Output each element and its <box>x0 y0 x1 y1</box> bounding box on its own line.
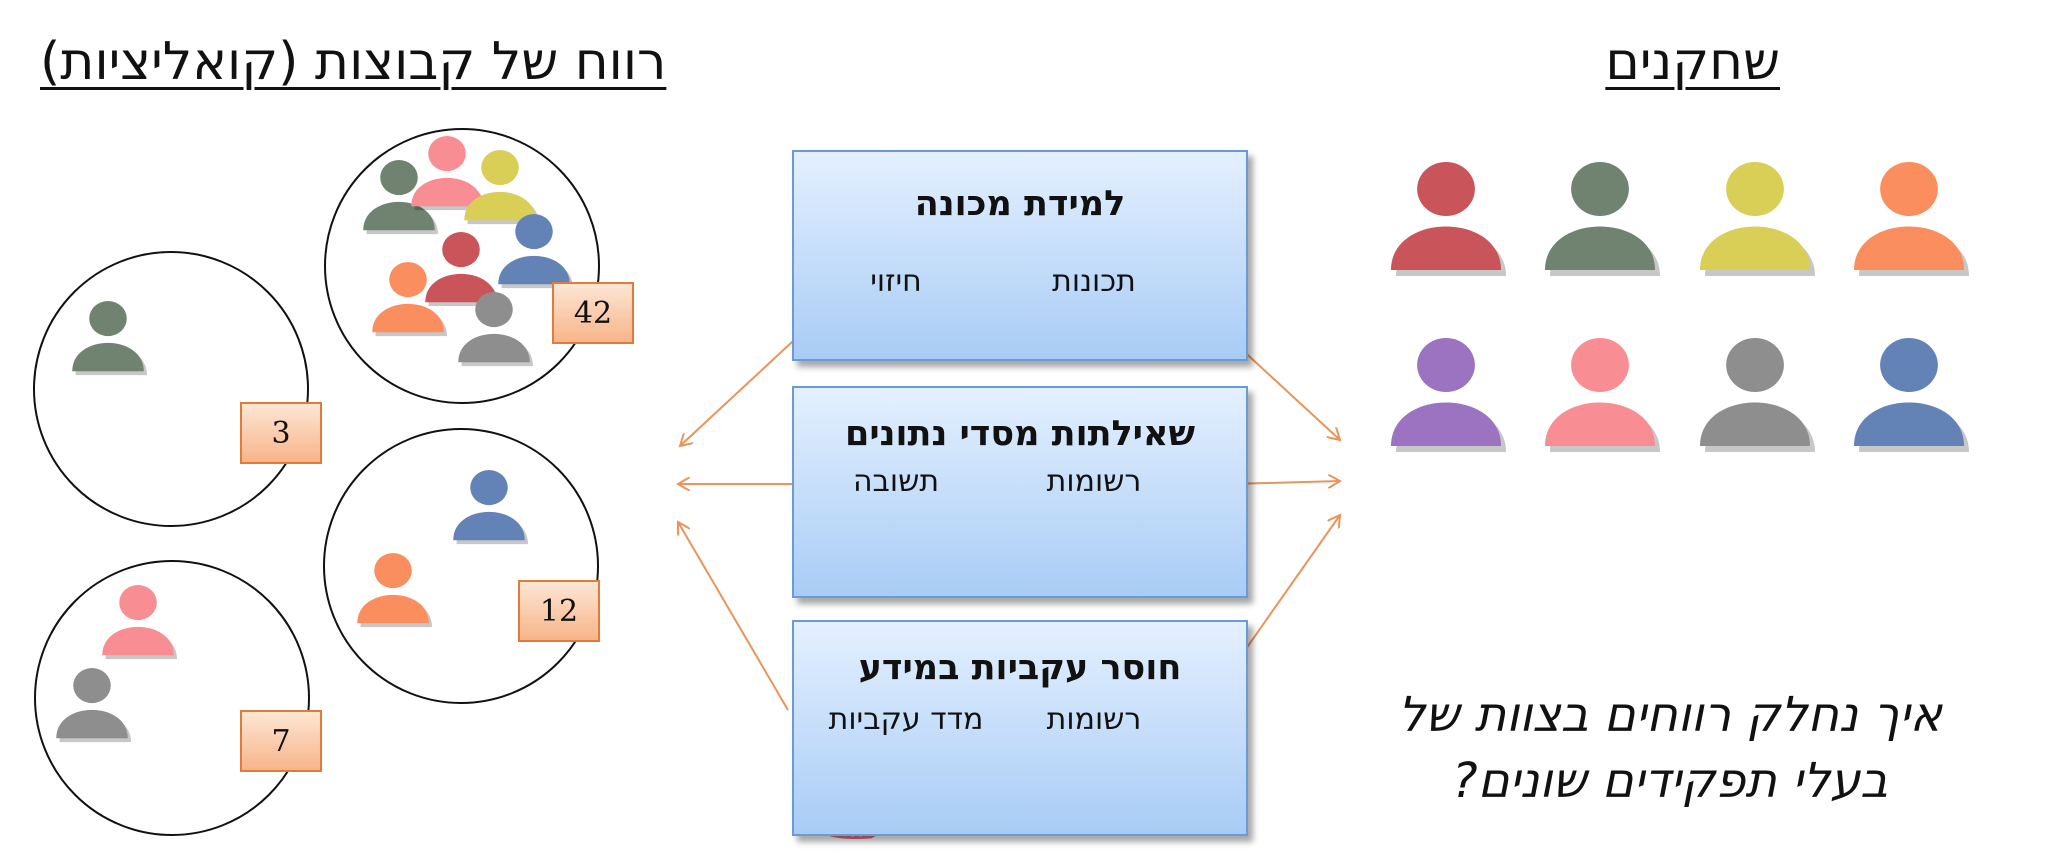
question-text: איך נחלק רווחים בצוות של בעלי תפקידים שו… <box>1340 682 2000 814</box>
card-title: שאילתות מסדי נתונים <box>844 414 1196 454</box>
coalition-profit-heading: רווח של קבוצות (קואליציות) <box>40 32 667 92</box>
inconsistency-card: חוסר עקביות במידע רשומות מדד עקביות <box>792 620 1248 836</box>
coalition-value-badge: 12 <box>518 580 600 642</box>
coalition-circle-7 <box>34 560 310 836</box>
coalition-circle-12 <box>323 428 599 704</box>
question-line-2: בעלי תפקידים שונים? <box>1452 753 1888 809</box>
coalition-value-badge: 3 <box>240 402 322 464</box>
answer-label: תשובה <box>852 464 940 499</box>
database-queries-card: שאילתות מסדי נתונים רשומות תשובה <box>792 386 1248 598</box>
member-blue-icon <box>498 214 573 289</box>
member-orange-icon <box>357 553 432 628</box>
member-green-gray-icon <box>72 301 147 376</box>
player-blue-icon <box>1854 338 1969 452</box>
features-label: תכונות <box>1052 264 1136 299</box>
question-line-1: איך נחלק רווחים בצוות של <box>1398 687 1942 743</box>
member-pink-icon <box>411 136 486 211</box>
coalition-circle-3 <box>33 251 309 527</box>
player-red-icon <box>1391 162 1506 276</box>
card-title: למידת מכונה <box>914 184 1126 224</box>
prediction-label: חיזוי <box>870 264 922 299</box>
consistency-measure-label: מדד עקביות <box>828 702 984 737</box>
player-pink-icon <box>1545 338 1660 452</box>
member-orange-icon <box>372 262 447 337</box>
player-yellow-icon <box>1700 162 1815 276</box>
records-label: רשומות <box>1046 702 1142 737</box>
machine-learning-card: למידת מכונה תכונות חיזוי <box>792 150 1248 361</box>
players-heading: שחקנים <box>1605 32 1780 92</box>
player-gray-icon <box>1700 338 1815 452</box>
card-title: חוסר עקביות במידע <box>858 648 1182 688</box>
member-gray-icon <box>458 292 533 367</box>
member-gray-icon <box>56 668 131 743</box>
coalition-value-badge: 42 <box>552 282 634 344</box>
player-green-gray-icon <box>1545 162 1660 276</box>
member-yellow-icon <box>464 150 539 225</box>
member-green-gray-icon <box>363 160 438 235</box>
member-blue-icon <box>453 470 528 545</box>
player-orange-icon <box>1854 162 1969 276</box>
player-purple-icon <box>1391 338 1506 452</box>
coalition-value-badge: 7 <box>240 710 322 772</box>
records-label: רשומות <box>1046 464 1142 499</box>
member-pink-icon <box>102 585 177 660</box>
arrow-inc-to-coalitions <box>678 522 789 711</box>
